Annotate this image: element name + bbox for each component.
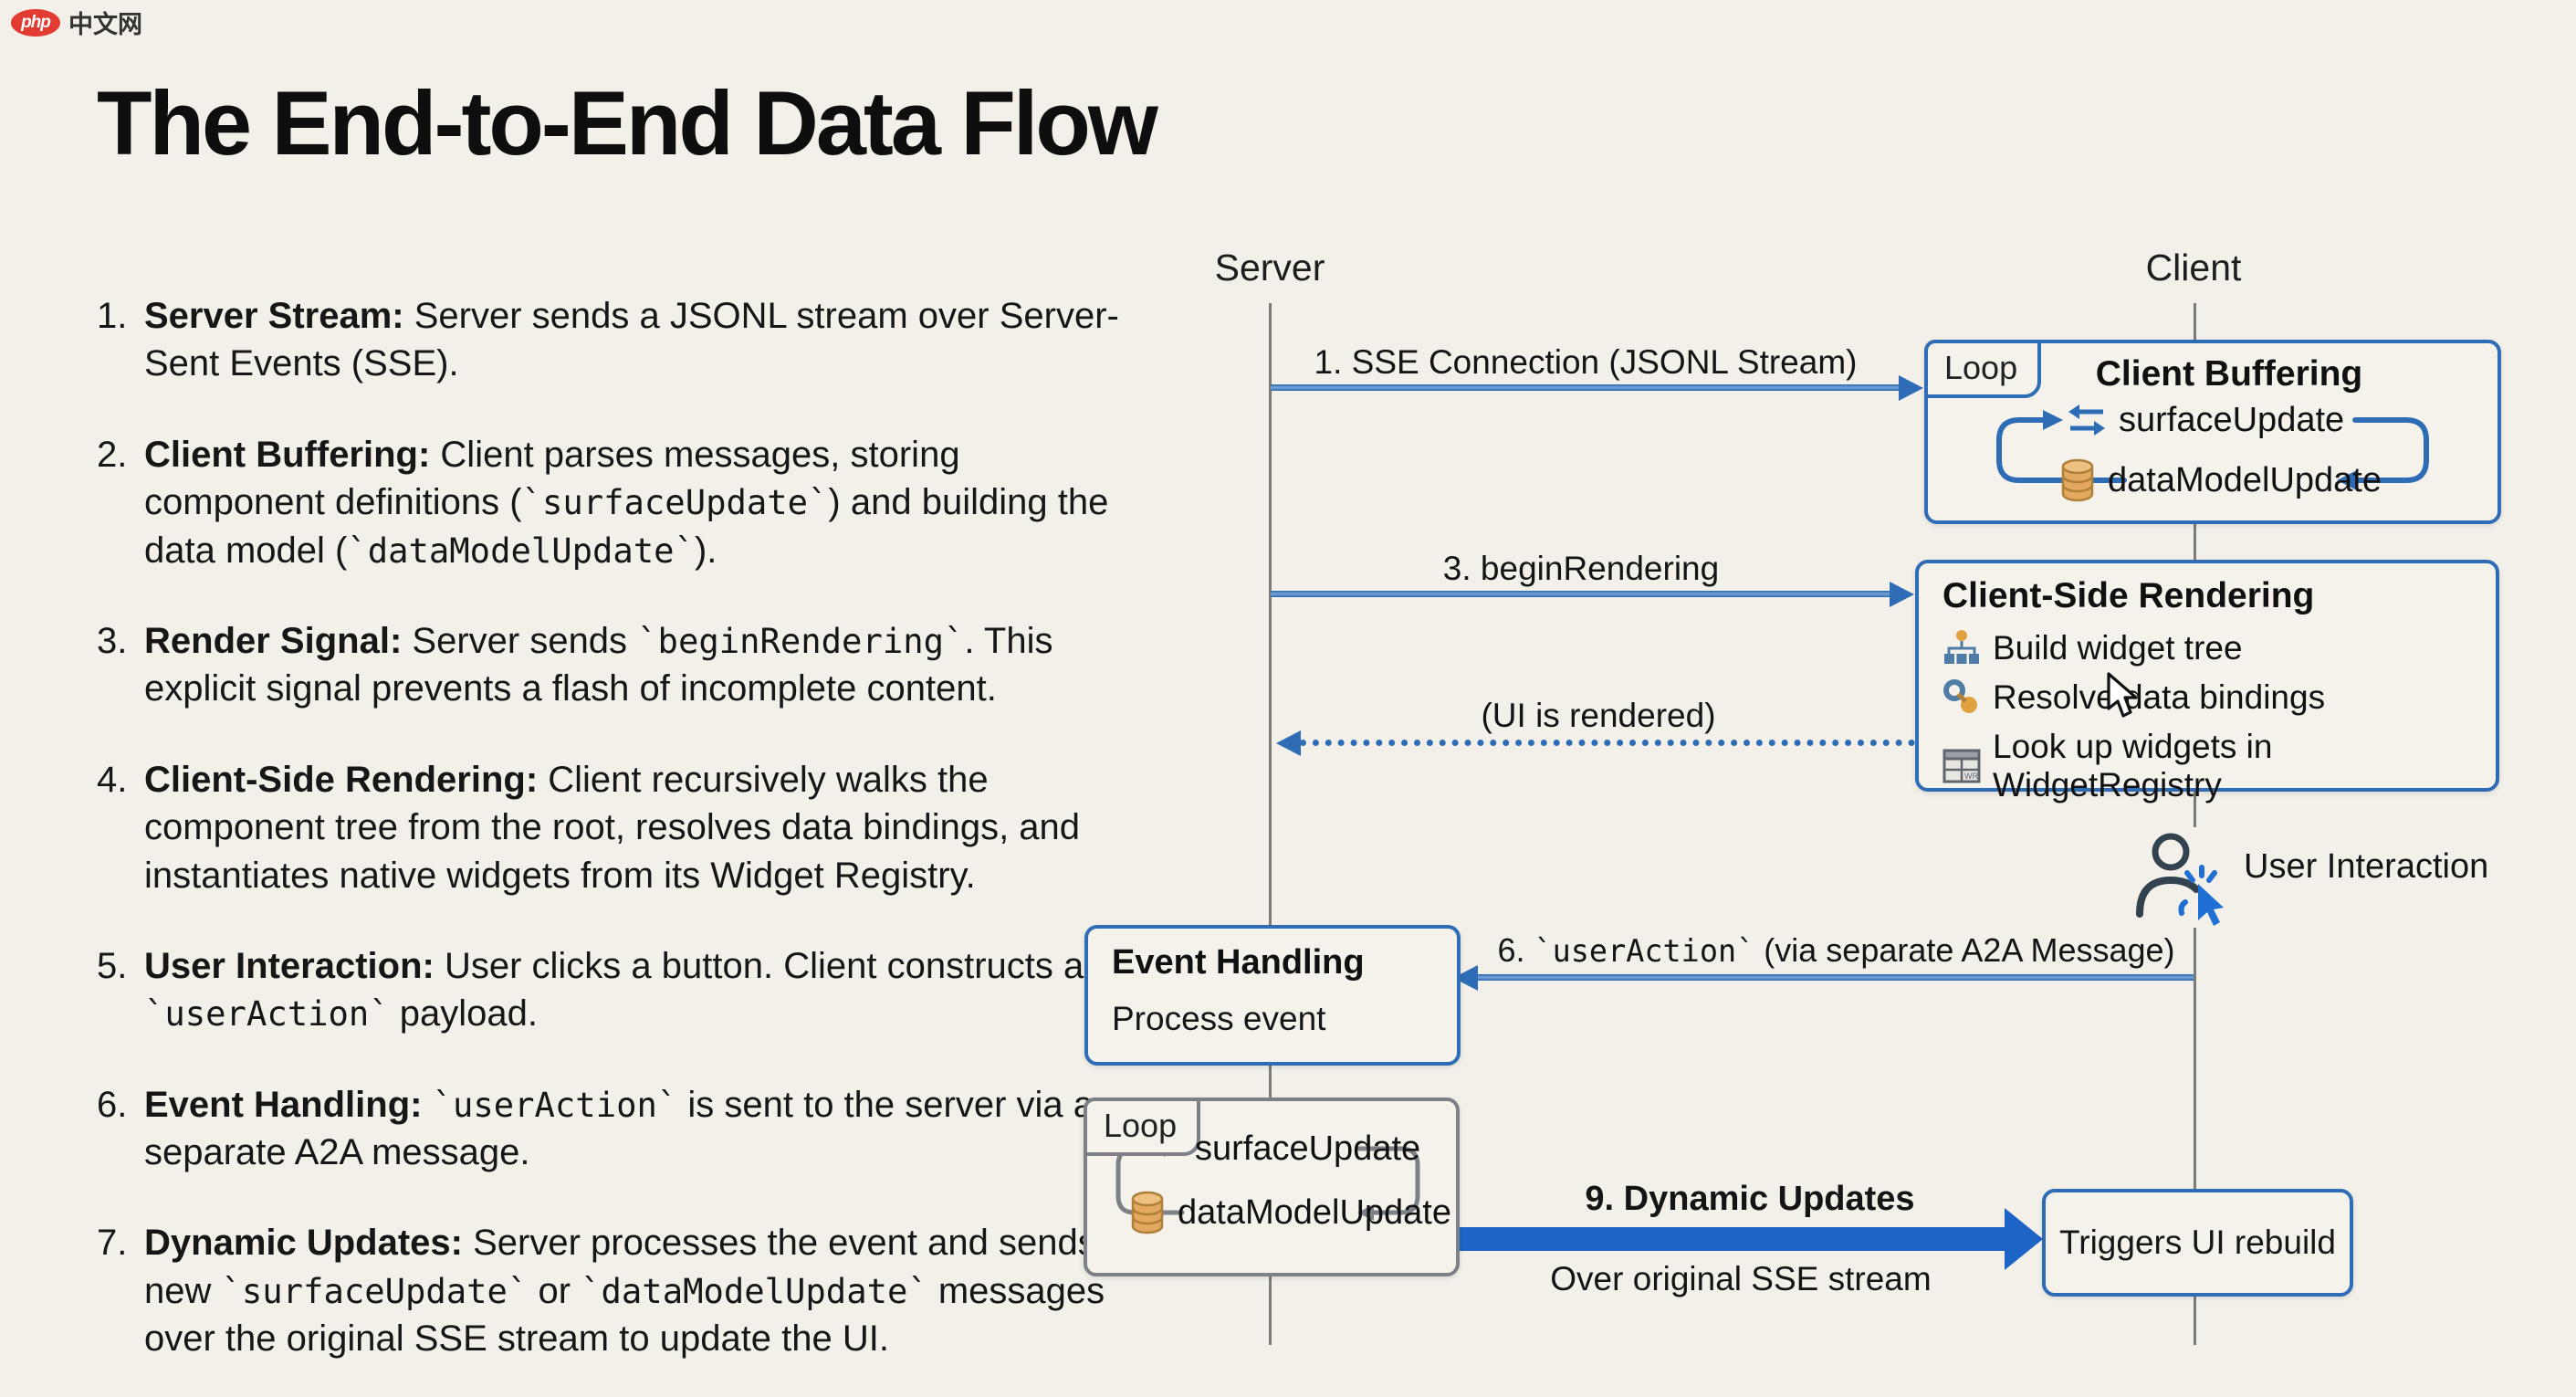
step-number: 1. [97,296,128,336]
arrow-sse-head-icon [1899,375,1923,401]
step-title: Render Signal: [144,620,413,661]
step-number: 2. [97,434,128,475]
csr-item-label: Build widget tree [1993,629,2243,667]
arrow-begin-head-icon [1890,582,1914,607]
step-title: Client Buffering: [144,434,441,475]
list-item: 2. Client Buffering: Client parses messa… [97,431,1137,574]
triggers-ui-rebuild-box: Triggers UI rebuild [2042,1189,2353,1297]
watermark-site-text: 中文网 [68,11,142,38]
steps-list: 1. Server Stream: Server sends a JSONL s… [97,292,1137,1397]
step-title: Client-Side Rendering: [144,759,549,800]
csr-item-lookup-registry: WR Look up widgets in WidgetRegistry [1942,728,2496,804]
csr-item-label: Resolve data bindings [1993,678,2326,716]
step-number: 6. [97,1084,128,1125]
client-lifeline [2194,303,2196,1345]
update-loop-box: Loop surfaceUpdate dataModelUpdate [1084,1098,1460,1276]
update-row-surface: surfaceUpdate [1195,1129,1420,1169]
csr-item-build-tree: Build widget tree [1942,629,2243,667]
client-side-rendering-box: Client-Side Rendering Build widget tree … [1915,560,2499,804]
step-text: Client parses messages, storing componen… [144,434,1109,571]
data-binding-link-icon [1942,678,1981,717]
arrow-ui-rendered-head-icon [1276,730,1301,756]
buffering-row-datamodel: dataModelUpdate [2059,457,2382,504]
list-item: 3. Render Signal: Server sends `beginRen… [97,617,1137,713]
list-item: 4. Client-Side Rendering: Client recursi… [97,756,1137,899]
step-title: User Interaction: [144,945,445,986]
message-label-ui-rendered: (UI is rendered) [1481,697,1716,734]
message-label-sse-stream: Over original SSE stream [1550,1260,1932,1297]
step-number: 7. [97,1223,128,1264]
server-lifeline-label: Server [1214,247,1325,289]
step-text: User clicks a button. Client constructs … [144,945,1084,1035]
user-interaction-icon [2127,827,2233,932]
loop-arrows-icon [1996,410,2429,490]
step-title: Server Stream: [144,296,414,336]
user-interaction-label: User Interaction [2244,847,2489,886]
sync-arrows-icon [2067,403,2107,437]
triggers-ui-rebuild-text: Triggers UI rebuild [2059,1224,2336,1261]
loop-tab: Loop [1924,340,2042,398]
event-handling-box: Event Handling Process event [1084,925,1461,1066]
mouse-cursor-icon [2105,672,2147,724]
site-watermark: php 中文网 [11,5,142,40]
update-row-label: surfaceUpdate [1195,1129,1421,1168]
buffering-row-label: surfaceUpdate [2119,400,2345,439]
event-handling-title: Event Handling [1112,943,1365,982]
svg-text:WR: WR [1964,772,1978,781]
buffering-row-surface: surfaceUpdate [2067,398,2344,442]
widget-tree-icon [1942,629,1981,667]
loop-tab: Loop [1084,1098,1201,1156]
client-side-rendering-title: Client-Side Rendering [1942,576,2315,615]
update-row-label: dataModelUpdate [1178,1192,1451,1232]
step-number: 5. [97,945,128,986]
list-item: 1. Server Stream: Server sends a JSONL s… [97,292,1137,388]
arrow-sse-line [1271,384,1899,391]
message-label-dynamic-updates: 9. Dynamic Updates [1585,1180,1915,1218]
arrow-dynamic-updates-head-icon [2005,1208,2043,1270]
arrow-begin-line [1271,591,1890,597]
message-label-begin-rendering: 3. beginRendering [1442,550,1720,587]
arrow-user-action-line [1476,974,2194,981]
step-text: `userAction` is sent to the server via a… [144,1084,1094,1173]
step-text: Client recursively walks the component t… [144,759,1081,896]
step-body: Client Buffering: Client parses messages… [144,431,1137,574]
buffering-row-label: dataModelUpdate [2108,460,2382,499]
client-lifeline-label: Client [2145,247,2242,289]
step-body: Client-Side Rendering: Client recursivel… [144,756,1137,899]
step-number: 4. [97,759,128,800]
list-item: 7. Dynamic Updates: Server processes the… [97,1219,1137,1362]
page-title: The End-to-End Data Flow [97,72,1158,173]
step-text: Server sends `beginRendering`. This expl… [144,620,1053,709]
step-text: Server processes the event and sends new… [144,1223,1105,1360]
step-body: User Interaction: User clicks a button. … [144,942,1137,1038]
csr-item-resolve-bindings: Resolve data bindings [1942,678,2325,717]
update-row-datamodel: dataModelUpdate [1129,1189,1451,1236]
client-buffering-box: Loop Client Buffering surfaceUpdate data… [1924,340,2501,524]
event-handling-text: Process event [1112,1000,1326,1037]
server-lifeline [1269,303,1272,1345]
list-item: 5. User Interaction: User clicks a butto… [97,942,1137,1038]
arrow-ui-rendered-line [1300,740,1915,746]
list-item: 6. Event Handling: `userAction` is sent … [97,1081,1137,1177]
php-logo-icon: php [11,8,60,37]
step-text: Server sends a JSONL stream over Server-… [144,296,1119,384]
step-title: Dynamic Updates: [144,1223,474,1264]
database-icon [2059,458,2096,502]
message-label-sse: 1. SSE Connection (JSONL Stream) [1314,343,1858,381]
csr-item-label: Look up widgets in WidgetRegistry [1993,728,2273,804]
step-body: Server Stream: Server sends a JSONL stre… [144,292,1137,388]
widget-registry-icon: WR [1942,747,1981,785]
step-body: Dynamic Updates: Server processes the ev… [144,1219,1137,1362]
step-number: 3. [97,620,128,661]
client-buffering-title: Client Buffering [2095,354,2363,394]
step-body: Event Handling: `userAction` is sent to … [144,1081,1137,1177]
step-body: Render Signal: Server sends `beginRender… [144,617,1137,713]
step-title: Event Handling: [144,1084,433,1125]
database-icon [1129,1191,1166,1234]
arrow-dynamic-updates-line [1454,1227,2011,1251]
message-label-user-action: 6. `userAction` (via separate A2A Messag… [1497,931,2175,969]
